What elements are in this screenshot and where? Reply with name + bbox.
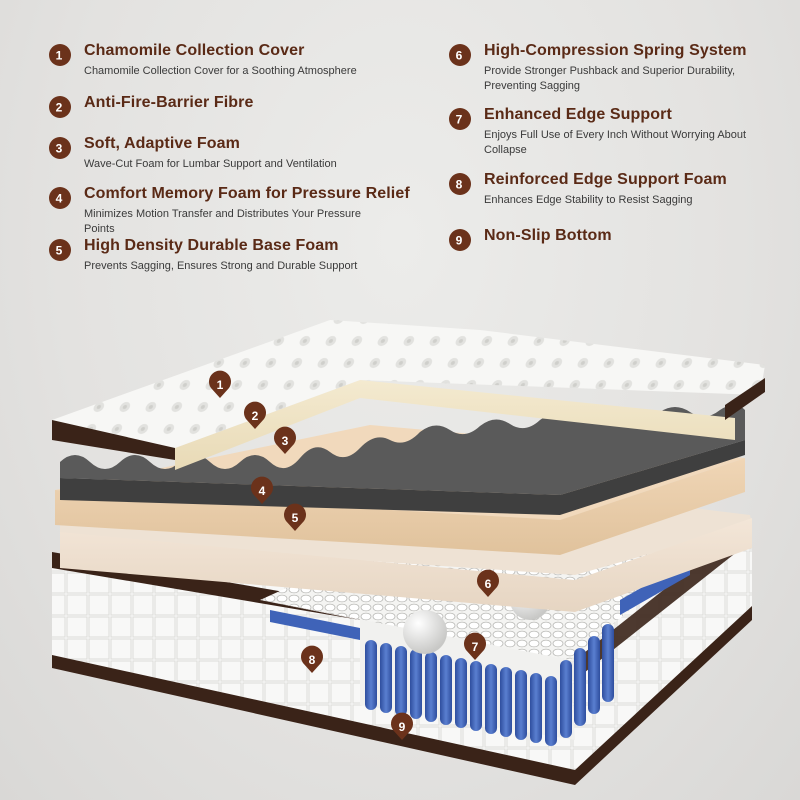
- svg-text:5: 5: [292, 511, 299, 525]
- svg-text:3: 3: [282, 434, 289, 448]
- legend-title: Enhanced Edge Support: [484, 106, 672, 123]
- svg-text:6: 6: [485, 577, 492, 591]
- svg-text:1: 1: [217, 378, 224, 392]
- legend-description: Provide Stronger Pushback and Superior D…: [484, 65, 736, 92]
- legend-number: 3: [56, 142, 63, 156]
- marker-6: 6: [477, 569, 499, 597]
- legend-number: 1: [56, 49, 63, 63]
- legend-title: Comfort Memory Foam for Pressure Relief: [84, 185, 410, 202]
- number-badge-icon: 7: [448, 107, 472, 131]
- marker-5: 5: [284, 503, 306, 531]
- layer-fibre: [175, 380, 735, 470]
- svg-text:8: 8: [309, 653, 316, 667]
- legend-number: 7: [456, 113, 463, 127]
- legend-number: 2: [56, 101, 63, 115]
- number-badge-icon: 4: [48, 186, 72, 210]
- marker-3: 3: [274, 426, 296, 454]
- legend-number: 6: [456, 49, 463, 63]
- legend-title: High-Compression Spring System: [484, 42, 747, 59]
- legend-description: Prevents Sagging, Ensures Strong and Dur…: [84, 260, 358, 272]
- number-badge-icon: 9: [448, 228, 472, 252]
- markers: 1 2 3 4 5 6 7: [209, 370, 499, 740]
- layer-wave-foam: [60, 405, 745, 515]
- svg-text:7: 7: [472, 640, 479, 654]
- legend-description: Enhances Edge Stability to Resist Saggin…: [484, 194, 693, 206]
- marker-9: 9: [391, 712, 413, 740]
- svg-text:4: 4: [259, 484, 266, 498]
- legend-title: Soft, Adaptive Foam: [84, 135, 240, 152]
- legend-title: Reinforced Edge Support Foam: [484, 171, 727, 188]
- marker-1: 1: [209, 370, 231, 398]
- number-badge-icon: 8: [448, 172, 472, 196]
- legend-title: Anti-Fire-Barrier Fibre: [84, 94, 254, 111]
- test-ball: [403, 610, 447, 654]
- legend-title: Non-Slip Bottom: [484, 227, 612, 244]
- number-badge-icon: 2: [48, 95, 72, 119]
- legend-description: Minimizes Motion Transfer and Distribute…: [84, 208, 361, 235]
- legend: 1 Chamomile Collection Cover Chamomile C…: [0, 0, 800, 280]
- marker-4: 4: [251, 476, 273, 504]
- legend-description: Enjoys Full Use of Every Inch Without Wo…: [484, 129, 747, 156]
- legend-number: 5: [56, 244, 63, 258]
- svg-text:2: 2: [252, 409, 259, 423]
- number-badge-icon: 3: [48, 136, 72, 160]
- legend-title: High Density Durable Base Foam: [84, 237, 339, 254]
- layer-cover: [52, 320, 765, 460]
- legend-description: Chamomile Collection Cover for a Soothin…: [84, 65, 357, 77]
- legend-description: Wave-Cut Foam for Lumbar Support and Ven…: [84, 158, 337, 170]
- number-badge-icon: 1: [48, 43, 72, 67]
- legend-title: Chamomile Collection Cover: [84, 42, 305, 59]
- marker-2: 2: [244, 401, 266, 429]
- legend-number: 4: [56, 192, 63, 206]
- marker-7: 7: [464, 632, 486, 660]
- legend-number: 8: [456, 178, 463, 192]
- number-badge-icon: 6: [448, 43, 472, 67]
- svg-text:9: 9: [399, 720, 406, 734]
- number-badge-icon: 5: [48, 238, 72, 262]
- legend-number: 9: [456, 234, 463, 248]
- marker-8: 8: [301, 645, 323, 673]
